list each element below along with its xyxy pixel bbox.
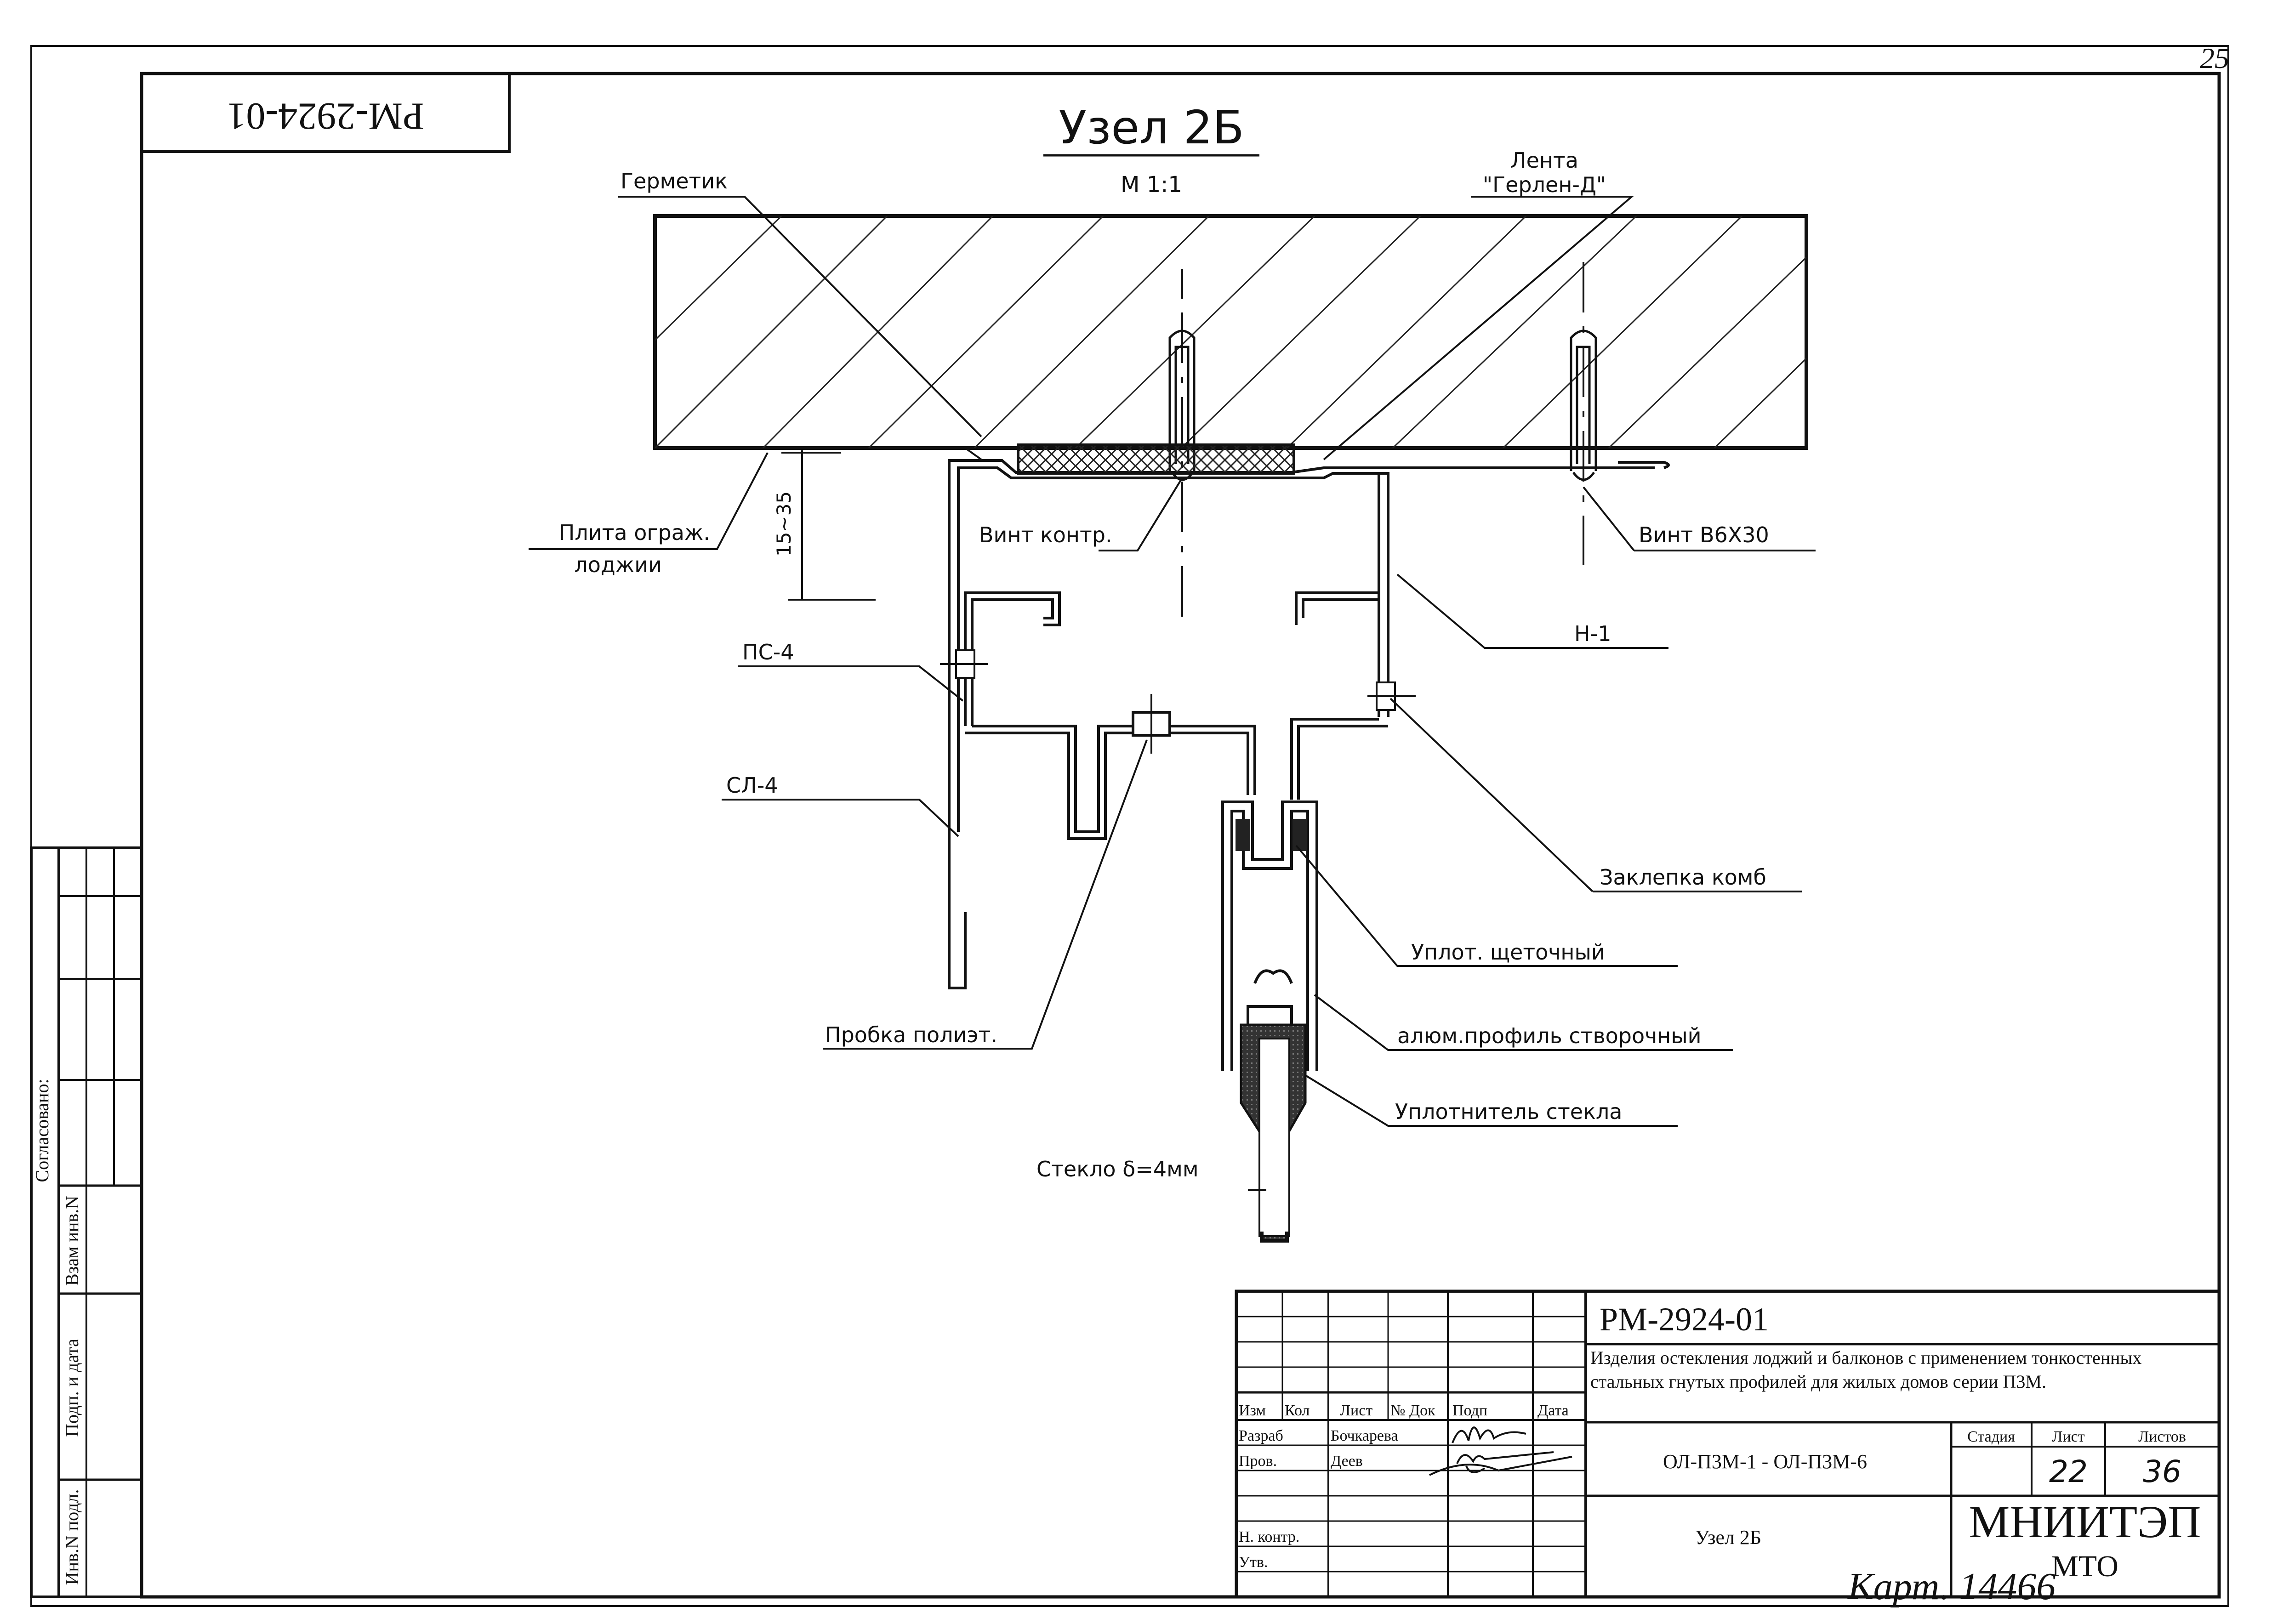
tb-dept: МТО — [2051, 1550, 2118, 1583]
sheet-frame — [30, 45, 2229, 1607]
concrete-slab — [653, 214, 1808, 450]
bracket-h1 — [948, 459, 1670, 735]
glass-pane — [1258, 1038, 1290, 1237]
tb-stadiya-label: Стадия — [1967, 1428, 2015, 1445]
label-sl4: СЛ-4 — [726, 773, 778, 798]
gap-dimension-label: 15~35 — [773, 491, 795, 556]
rotated-code-stamp: РМ-2924-01 — [140, 72, 511, 153]
tb-prov-label: Пров. — [1239, 1453, 1277, 1470]
leader-lines — [529, 196, 1816, 1191]
label-zaklepka: Заклепка комб — [1600, 865, 1766, 890]
label-vint-b6: Винт В6Х30 — [1639, 522, 1769, 547]
tb-product-range: ОЛ-П3М-1 - ОЛ-П3М-6 — [1663, 1450, 1867, 1473]
rivets — [940, 649, 1416, 754]
side-inv-podl: Инв.N подл. — [62, 1489, 82, 1585]
tb-description: Изделия остекления лоджий и балконов с п… — [1590, 1347, 2146, 1392]
side-soglasovano: Согласовано: — [32, 1079, 52, 1182]
tb-h-izm: Изм — [1239, 1402, 1266, 1419]
label-uplot-schet: Уплот. щеточный — [1411, 940, 1605, 965]
tb-razrab-name: Бочкарева — [1331, 1427, 1398, 1444]
tb-list-label: Лист — [2052, 1428, 2084, 1445]
tb-listov-label: Листов — [2138, 1428, 2186, 1445]
tb-h-podp: Подп — [1452, 1402, 1487, 1419]
tb-nkontr-label: Н. контр. — [1239, 1528, 1299, 1545]
tb-listov-value: 36 — [2143, 1454, 2181, 1489]
stamp-code: РМ-2924-01 — [227, 95, 424, 138]
tb-h-data: Дата — [1537, 1402, 1569, 1419]
profile-sl4 — [948, 735, 967, 989]
dowel-screw-right — [1570, 262, 1597, 565]
callouts: Герметик Лента "Герлен-Д" Плита ограж. л… — [559, 148, 1769, 1181]
page-number: 25 — [2200, 42, 2229, 74]
handwritten-signatures — [1429, 1426, 1572, 1476]
brush-seal-right — [1293, 819, 1307, 851]
tb-code: РМ-2924-01 — [1600, 1301, 1769, 1338]
label-plita-1: Плита ограж. — [559, 520, 710, 545]
tb-org: МНИИТЭП — [1969, 1496, 2201, 1547]
sealing-tape-gerlen — [1017, 443, 1295, 475]
side-stamp — [30, 846, 143, 1598]
tb-list-value: 22 — [2049, 1454, 2088, 1489]
side-vzam-inv: Взам инв.N — [62, 1196, 82, 1286]
label-n1: Н-1 — [1574, 621, 1611, 646]
sealant-fillet — [964, 447, 982, 460]
profile-ps4 — [964, 591, 1388, 840]
title-block-text: РМ-2924-01 Изделия остекления лоджий и б… — [1239, 1301, 2201, 1583]
label-germetik: Герметик — [621, 169, 728, 193]
label-vint-kontr: Винт контр. — [979, 522, 1112, 547]
label-ps4: ПС-4 — [742, 640, 794, 664]
side-podp-data: Подп. и дата — [62, 1339, 82, 1437]
gap-dimension — [781, 450, 876, 601]
tb-prov-name: Деев — [1331, 1453, 1363, 1470]
alum-sash-profile — [1221, 801, 1318, 1071]
label-lenta-2: "Герлен-Д" — [1483, 172, 1606, 197]
label-steklo: Стекло δ=4мм — [1036, 1157, 1199, 1181]
brush-seal-left — [1236, 819, 1250, 851]
title-block-grid — [1235, 1289, 2221, 1599]
scale-label: М 1:1 — [1121, 172, 1182, 198]
tb-utv-label: Утв. — [1239, 1554, 1268, 1571]
label-plita-2: лоджии — [574, 552, 662, 577]
tb-razrab-label: Разраб — [1239, 1427, 1283, 1444]
tb-sheet-title: Узел 2Б — [1695, 1526, 1761, 1549]
label-probka: Пробка полиэт. — [825, 1022, 997, 1047]
tb-h-list: Лист — [1340, 1402, 1372, 1419]
label-uplotnitel: Уплотнитель стекла — [1395, 1099, 1622, 1124]
node-title: Узел 2Б — [1059, 101, 1244, 154]
tb-handwritten-note: Карт. 14466 — [1847, 1565, 2056, 1608]
tb-h-kol: Кол — [1285, 1402, 1310, 1419]
label-lenta-1: Лента — [1510, 148, 1578, 173]
tb-h-ndok: № Док — [1390, 1402, 1435, 1419]
label-alum-profil: алюм.профиль створочный — [1397, 1023, 1702, 1048]
